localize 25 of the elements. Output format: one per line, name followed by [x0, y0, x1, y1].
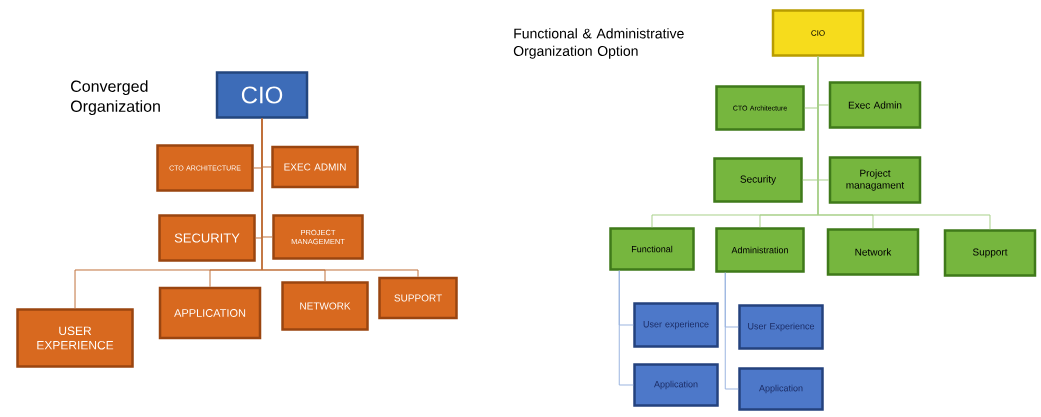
- org-box: Administration: [715, 227, 805, 273]
- chart-title: Converged Organization: [70, 80, 160, 116]
- org-box: CIO: [771, 9, 865, 57]
- org-box: APPLICATION: [158, 286, 262, 340]
- org-box: User experience: [633, 302, 719, 348]
- org-box: Exec Admin: [828, 81, 922, 129]
- org-box: SUPPORT: [378, 276, 458, 320]
- org-box: Network: [826, 228, 920, 276]
- org-box: EXEC ADMIN: [271, 145, 359, 189]
- chart-title: Functional & Administrative Organization Option: [513, 28, 684, 59]
- org-box: NETWORK: [281, 281, 369, 331]
- connector-line: [817, 56, 991, 230]
- connector-line: [618, 270, 634, 386]
- org-box: Application: [633, 363, 719, 407]
- org-box: Functional: [609, 227, 695, 271]
- org-box: User Experience: [738, 304, 824, 350]
- connector-line: [261, 118, 419, 278]
- org-box: Security: [713, 157, 803, 203]
- org-box: Support: [943, 229, 1037, 277]
- org-box: Application: [738, 367, 824, 411]
- org-box: SECURITY: [158, 214, 256, 262]
- org-box: Project managament: [828, 156, 922, 204]
- org-box: USER EXPERIENCE: [16, 308, 134, 368]
- org-box: CIO: [215, 71, 309, 119]
- connector-line: [724, 272, 739, 390]
